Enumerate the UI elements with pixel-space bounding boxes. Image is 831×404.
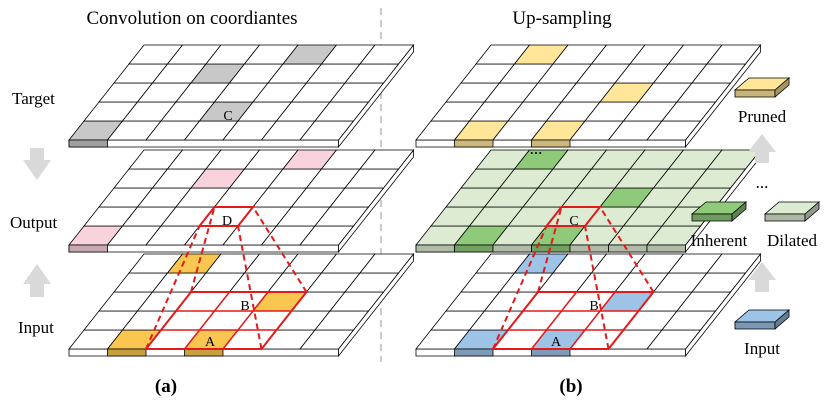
label-input: Input (18, 318, 54, 337)
legend-arrow-up-top-icon (748, 134, 776, 163)
legend-pruned-tile (733, 77, 791, 98)
left-projection-line (145, 225, 201, 350)
grid-cell (706, 253, 762, 274)
left-projection-line (190, 206, 216, 293)
left-output-grid (68, 148, 415, 254)
grid-layers (68, 43, 762, 358)
cell-label-c-left: C (223, 109, 232, 124)
right-window-gridline (530, 291, 578, 350)
right-projection-line (537, 206, 563, 293)
legend: Pruned ... Inherent Dilated Input (690, 77, 821, 358)
left-window-gridline (183, 291, 231, 350)
grid-front-edge (68, 139, 339, 148)
grid-cell-edge (68, 139, 108, 148)
right-projection-line (492, 225, 548, 350)
grid-cell (359, 44, 415, 65)
grid-cell-edge (531, 348, 571, 357)
right-projection-line (584, 225, 610, 350)
grid-cell-edge (454, 244, 494, 253)
cell-label-b-right: B (589, 299, 598, 314)
caption-a: (a) (155, 376, 177, 397)
left-target-grid (68, 43, 415, 149)
cell-label-a-left: A (205, 335, 216, 350)
legend-dilated-label: Dilated (767, 231, 818, 250)
grid-cell-edge (415, 244, 455, 253)
label-target: Target (12, 89, 55, 108)
left-projection-line (252, 206, 308, 293)
grid-cell-edge (107, 348, 147, 357)
right-output-grid (415, 148, 762, 254)
legend-dilated-tile (763, 201, 821, 222)
cell-label-d: D (222, 214, 232, 229)
grid-cell-edge (531, 139, 571, 148)
legend-ellipsis: ... (756, 173, 769, 192)
arrow-up-icon (23, 264, 51, 297)
cell-label-c-right: C (569, 214, 578, 229)
title-right: Up-sampling (512, 8, 612, 29)
right-target-grid (415, 43, 762, 149)
right-window-gridline (569, 291, 616, 350)
ellipsis-middle: ... (530, 139, 543, 158)
grid-cell-edge (454, 139, 494, 148)
grid-cell-edge (184, 348, 224, 357)
right-input-grid (415, 252, 762, 358)
grid-cell-edge (492, 244, 532, 253)
grid-cell (706, 44, 762, 65)
grid-cell-edge (454, 348, 494, 357)
legend-input-label: Input (744, 339, 780, 358)
grid-cell (359, 149, 415, 170)
caption-b: (b) (559, 376, 582, 397)
legend-inherent-label: Inherent (691, 231, 748, 250)
legend-pruned-label: Pruned (738, 107, 787, 126)
grid-cell-edge (646, 244, 686, 253)
right-projection-line (599, 206, 655, 293)
left-projection-line (237, 225, 263, 350)
title-left: Convolution on coordiantes (86, 8, 297, 29)
cell-label-a-right: A (551, 335, 562, 350)
projection-lines (143, 206, 656, 350)
left-input-grid (68, 252, 415, 358)
left-window-gridline (222, 291, 269, 350)
grid-cell (359, 253, 415, 274)
legend-inherent-tile (690, 201, 748, 222)
legend-input-tile (733, 309, 791, 330)
arrow-down-icon (23, 148, 51, 180)
grid-cell-edge (68, 244, 108, 253)
label-output: Output (10, 213, 58, 232)
grid-cell-edge (608, 244, 648, 253)
legend-arrow-up-bottom-icon (748, 262, 776, 292)
cell-label-b-left: B (240, 299, 249, 314)
